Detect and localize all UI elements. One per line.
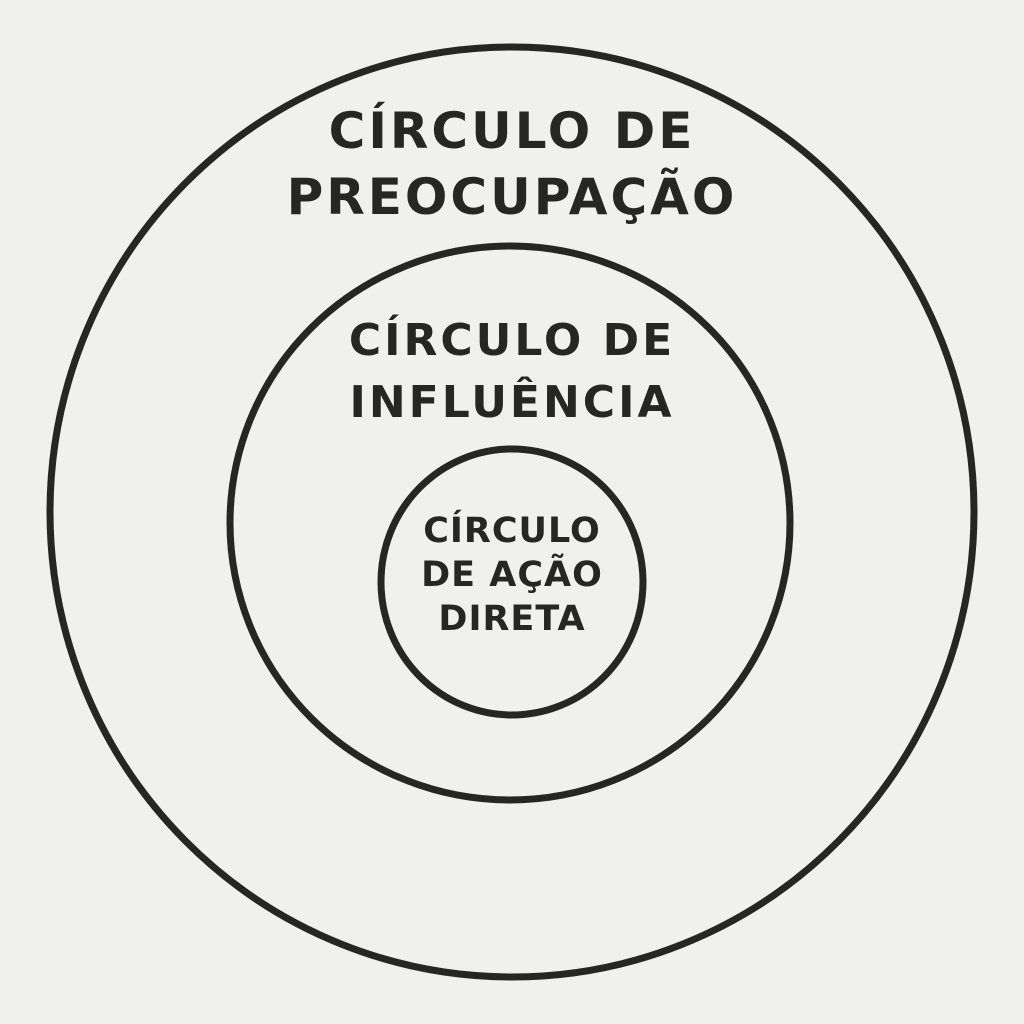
label-line: CÍRCULO DE — [348, 315, 676, 366]
label-line: DIRETA — [438, 599, 586, 639]
label-line: INFLUÊNCIA — [349, 377, 675, 428]
circle-of-influence-ring — [226, 242, 794, 804]
label-line: PREOCUPAÇÃO — [286, 168, 738, 226]
circle-of-direct-action-label: CÍRCULO DE AÇÃO DIRETA — [0, 514, 1024, 637]
label-line: CÍRCULO DE — [328, 102, 696, 160]
circle-of-influence-label: CÍRCULO DE INFLUÊNCIA — [0, 319, 1024, 425]
circle-of-direct-action-ring — [377, 445, 647, 719]
label-line: DE AÇÃO — [421, 555, 603, 595]
circle-of-concern-ring — [46, 43, 978, 981]
circle-of-concern-label: CÍRCULO DE PREOCUPAÇÃO — [0, 106, 1024, 222]
label-line: CÍRCULO — [423, 511, 601, 551]
